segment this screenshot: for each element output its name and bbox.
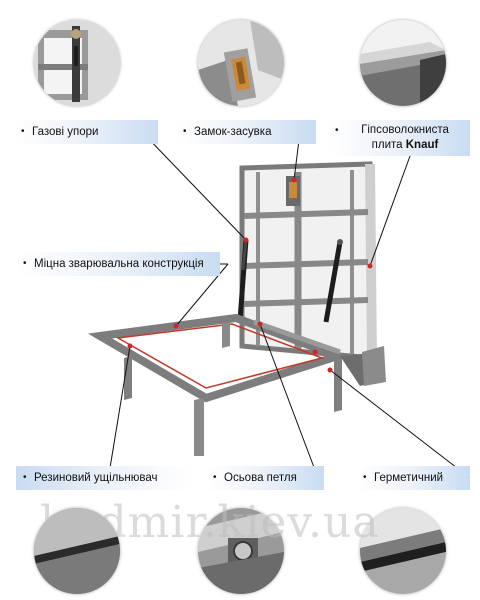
lid-frame <box>239 161 377 361</box>
callout-lock-latch-label: Замок-засувка <box>194 126 272 138</box>
detail-circle-hermetic <box>360 508 446 594</box>
marker-dots <box>127 177 373 373</box>
callout-welded-construction-label: Міцна зварювальна конструкція <box>34 258 204 270</box>
callout-welded-construction: • Міцна зварювальна конструкція <box>16 252 220 276</box>
bullet-icon: • <box>23 472 27 483</box>
callout-gypsum-board-brand: Knauf <box>405 139 439 151</box>
detail-circle-hinge <box>198 508 284 594</box>
callout-axial-hinge: • Осьова петля <box>206 466 324 490</box>
callout-rubber-seal-label: Резиновий ущільнювач <box>34 472 158 484</box>
callout-rubber-seal: • Резиновий ущільнювач <box>16 466 192 490</box>
gas-struts <box>237 239 343 323</box>
bullet-icon: • <box>363 472 367 483</box>
bullet-icon: • <box>183 126 187 137</box>
bullet-icon: • <box>335 125 339 136</box>
base-frame <box>87 313 386 456</box>
detail-circle-rubber-seal <box>34 508 120 594</box>
bullet-icon: • <box>23 258 27 269</box>
callout-hermetic: • Герметичний <box>356 466 470 490</box>
callout-gypsum-board-line1: Гіпсоволокниста <box>361 124 449 136</box>
callout-gypsum-board: • Гіпсоволокниста плита Knauf <box>328 120 470 156</box>
callout-gas-struts-label: Газові упори <box>32 126 99 138</box>
callout-lock-latch: • Замок-засувка <box>176 120 316 144</box>
detail-circle-gas-strut <box>34 20 120 106</box>
bullet-icon: • <box>21 126 25 137</box>
callout-axial-hinge-label: Осьова петля <box>224 472 297 484</box>
detail-circle-gypsum-board <box>360 20 446 106</box>
bullet-icon: • <box>213 472 217 483</box>
callout-hermetic-label: Герметичний <box>374 472 444 484</box>
callout-gas-struts: • Газові упори <box>14 120 158 144</box>
callout-gypsum-board-line2: плита <box>371 139 403 151</box>
leader-lines <box>109 131 471 479</box>
